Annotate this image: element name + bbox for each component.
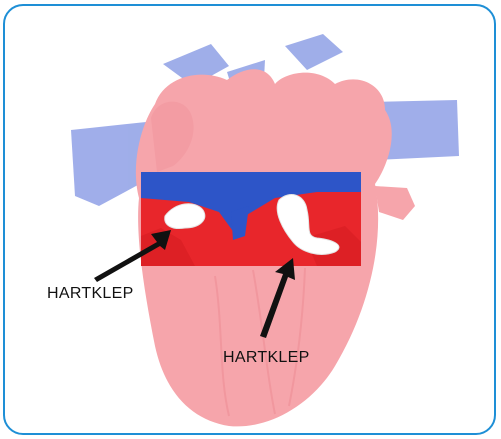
figure-frame: HARTKLEP HARTKLEP: [3, 4, 496, 435]
heart-illustration: [5, 6, 496, 435]
valve-label-right: HARTKLEP: [223, 349, 310, 367]
valve-label-left: HARTKLEP: [47, 285, 134, 303]
